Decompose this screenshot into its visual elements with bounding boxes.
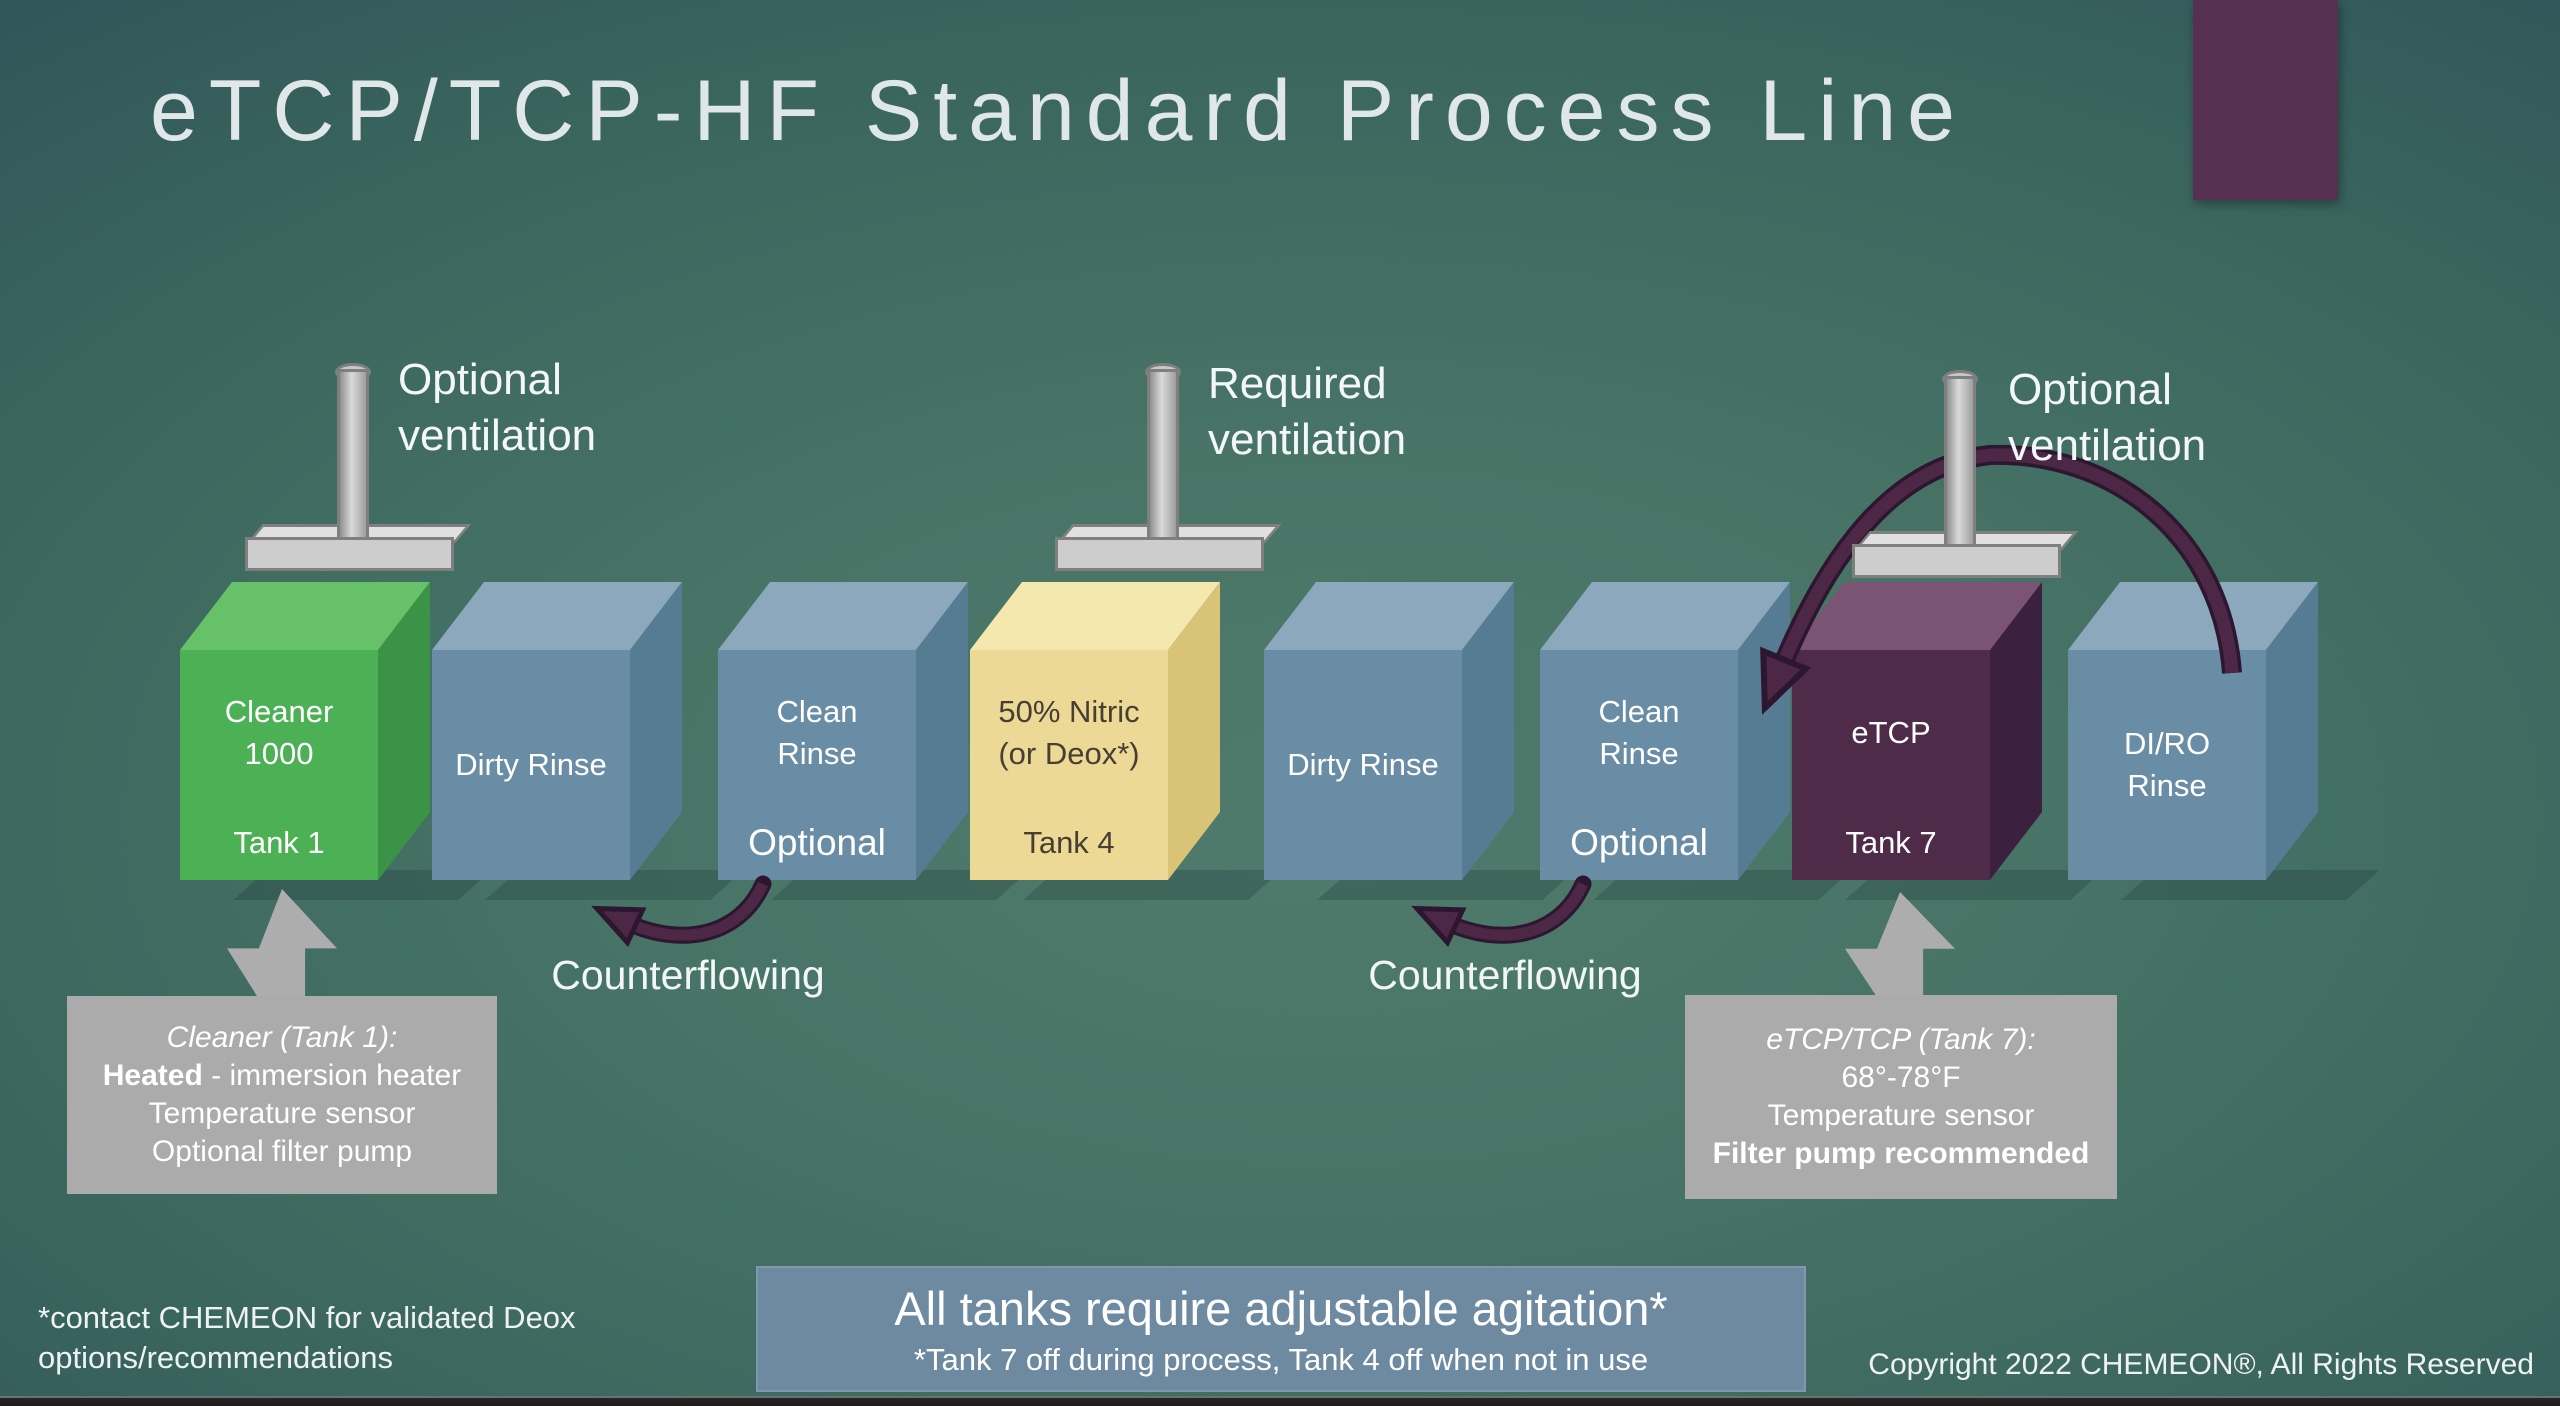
ventilation-stack-icon [1055, 363, 1281, 578]
corner-accent [2193, 0, 2338, 200]
counterflow-arrow-icon [591, 875, 772, 948]
tank-label: Dirty Rinse [455, 747, 607, 782]
callout-line: Heated - immersion heater [102, 1059, 462, 1092]
tank-dirty-rinse-2: Dirty Rinse [1264, 582, 1576, 900]
tank-label: DI/RO [2123, 726, 2211, 761]
agitation-line2: *Tank 7 off during process, Tank 4 off w… [913, 1342, 1649, 1377]
tank-label: Rinse [2127, 768, 2207, 803]
vent-label-3: Optional ventilation [2008, 365, 2207, 470]
page-title: eTCP/TCP-HF Standard Process Line [150, 63, 1966, 159]
callout-line: Temperature sensor [148, 1097, 416, 1130]
tank-label: Clean [1598, 694, 1680, 729]
vent-label-1: Optional ventilation [398, 355, 597, 460]
tank-diro-rinse: DI/RO Rinse [2068, 582, 2380, 900]
callout-line: Temperature sensor [1767, 1099, 2035, 1132]
tank-etcp: eTCP Tank 7 [1792, 582, 2104, 900]
tank-label: 50% Nitric [998, 694, 1140, 729]
callout-heading: eTCP/TCP (Tank 7): [1766, 1023, 2036, 1056]
recirculation-arc-icon [1760, 444, 2242, 715]
agitation-line1: All tanks require adjustable agitation* [894, 1282, 1668, 1335]
tank-label: Rinse [1599, 736, 1679, 771]
copyright-text: Copyright 2022 CHEMEON®, All Rights Rese… [1868, 1348, 2534, 1381]
up-arrow-icon [227, 889, 337, 999]
tank-label: eTCP [1851, 715, 1931, 750]
tank-nitric: 50% Nitric (or Deox*) Tank 4 [970, 582, 1282, 900]
tank-dirty-rinse-1: Dirty Rinse [432, 582, 744, 900]
tank-label: 1000 [244, 736, 314, 771]
tank-sublabel: Tank 4 [1023, 825, 1115, 860]
tank-label: Dirty Rinse [1287, 747, 1439, 782]
counterflowing-label: Counterflowing [551, 952, 825, 998]
tank-sublabel: Optional [1570, 822, 1708, 863]
callout-tank7: eTCP/TCP (Tank 7): 68°-78°F Temperature … [1685, 995, 2117, 1199]
tank-label: Clean [776, 694, 858, 729]
counterflowing-label: Counterflowing [1368, 952, 1642, 998]
callout-heading: Cleaner (Tank 1): [166, 1021, 398, 1054]
tank-sublabel: Optional [748, 822, 886, 863]
tank-label: Cleaner [224, 694, 334, 729]
ventilation-stack-icon [245, 363, 471, 578]
callout-line: 68°-78°F [1841, 1061, 1961, 1094]
tank-cleaner-1000: Cleaner 1000 Tank 1 [180, 582, 492, 900]
up-arrow-icon [1845, 892, 1955, 997]
window-bottom-edge [0, 1396, 2560, 1406]
tank-label: Rinse [777, 736, 857, 771]
tank-sublabel: Tank 1 [233, 825, 325, 860]
callout-tank1: Cleaner (Tank 1): Heated - immersion hea… [67, 996, 497, 1194]
callout-line: Optional filter pump [151, 1135, 413, 1168]
callout-line: Filter pump recommended [1712, 1137, 2090, 1170]
ventilation-stack-icon [1852, 370, 2078, 585]
tank-sublabel: Tank 7 [1845, 825, 1937, 860]
deox-footnote: *contact CHEMEON for validated Deox opti… [38, 1300, 576, 1375]
vent-label-2: Required ventilation [1208, 359, 1407, 464]
agitation-note-box: All tanks require adjustable agitation* … [756, 1266, 1806, 1392]
tank-label: (or Deox*) [998, 736, 1140, 771]
counterflow-arrow-icon [1411, 875, 1592, 948]
